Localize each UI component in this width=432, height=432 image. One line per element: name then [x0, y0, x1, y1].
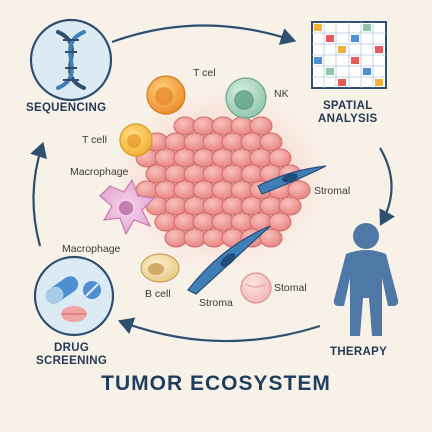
arrow-drug-to-sequencing	[30, 141, 47, 247]
pills-icon	[33, 255, 115, 337]
b-cell	[140, 253, 180, 283]
arrow-sequencing-to-spatial	[111, 24, 297, 45]
arrow-therapy-to-drug	[117, 317, 321, 343]
spatial-label-line1: SPATIAL	[322, 100, 373, 112]
sequencing-label: SEQUENCING	[26, 102, 107, 114]
spatial-analysis-label: SPATIAL ANALYSIS	[318, 100, 378, 126]
nk-label: NK	[274, 88, 289, 100]
tumor-cell	[259, 228, 283, 248]
stromal-cell-right	[257, 165, 327, 195]
tumor-cell	[287, 180, 311, 200]
drug-screening-label: DRUG SCREENING	[36, 342, 107, 368]
spatial-grid-icon	[311, 21, 387, 89]
tumor-cell	[249, 116, 273, 136]
t-cell-yellow	[119, 123, 153, 157]
therapy-label: THERAPY	[330, 346, 388, 358]
macrophage-label-2: Macrophage	[62, 243, 121, 255]
human-silhouette-icon	[333, 223, 399, 336]
b-cell-label: B cell	[145, 288, 171, 300]
arrow-spatial-to-therapy	[379, 147, 395, 226]
macrophage-cell	[99, 178, 156, 236]
tumor-cell	[268, 212, 292, 232]
stomal-cell	[240, 272, 272, 304]
t-cell-top-label: T cel	[193, 67, 216, 79]
tumor-cell	[268, 148, 292, 168]
cycle-arrows	[30, 24, 395, 343]
drug-label-line2: SCREENING	[36, 355, 108, 367]
page-title: TUMOR ECOSYSTEM	[101, 372, 331, 395]
drug-label-line1: DRUG	[54, 342, 90, 354]
t-cell-orange	[146, 75, 186, 115]
dna-icon	[29, 18, 113, 102]
tumor-mass	[135, 116, 311, 248]
stroma-cell-bottom	[187, 225, 271, 295]
tumor-cell	[278, 196, 302, 216]
stroma-label: Stroma	[199, 297, 233, 309]
macrophage-label-1: Macrophage	[70, 166, 129, 178]
stomal-label: Stomal	[274, 282, 307, 294]
nk-cell	[225, 77, 267, 119]
stromal-label: Stromal	[314, 185, 351, 197]
spatial-label-line2: ANALYSIS	[318, 113, 378, 125]
t-cell-left-label: T cell	[82, 134, 107, 146]
tumor-cell	[259, 132, 283, 152]
